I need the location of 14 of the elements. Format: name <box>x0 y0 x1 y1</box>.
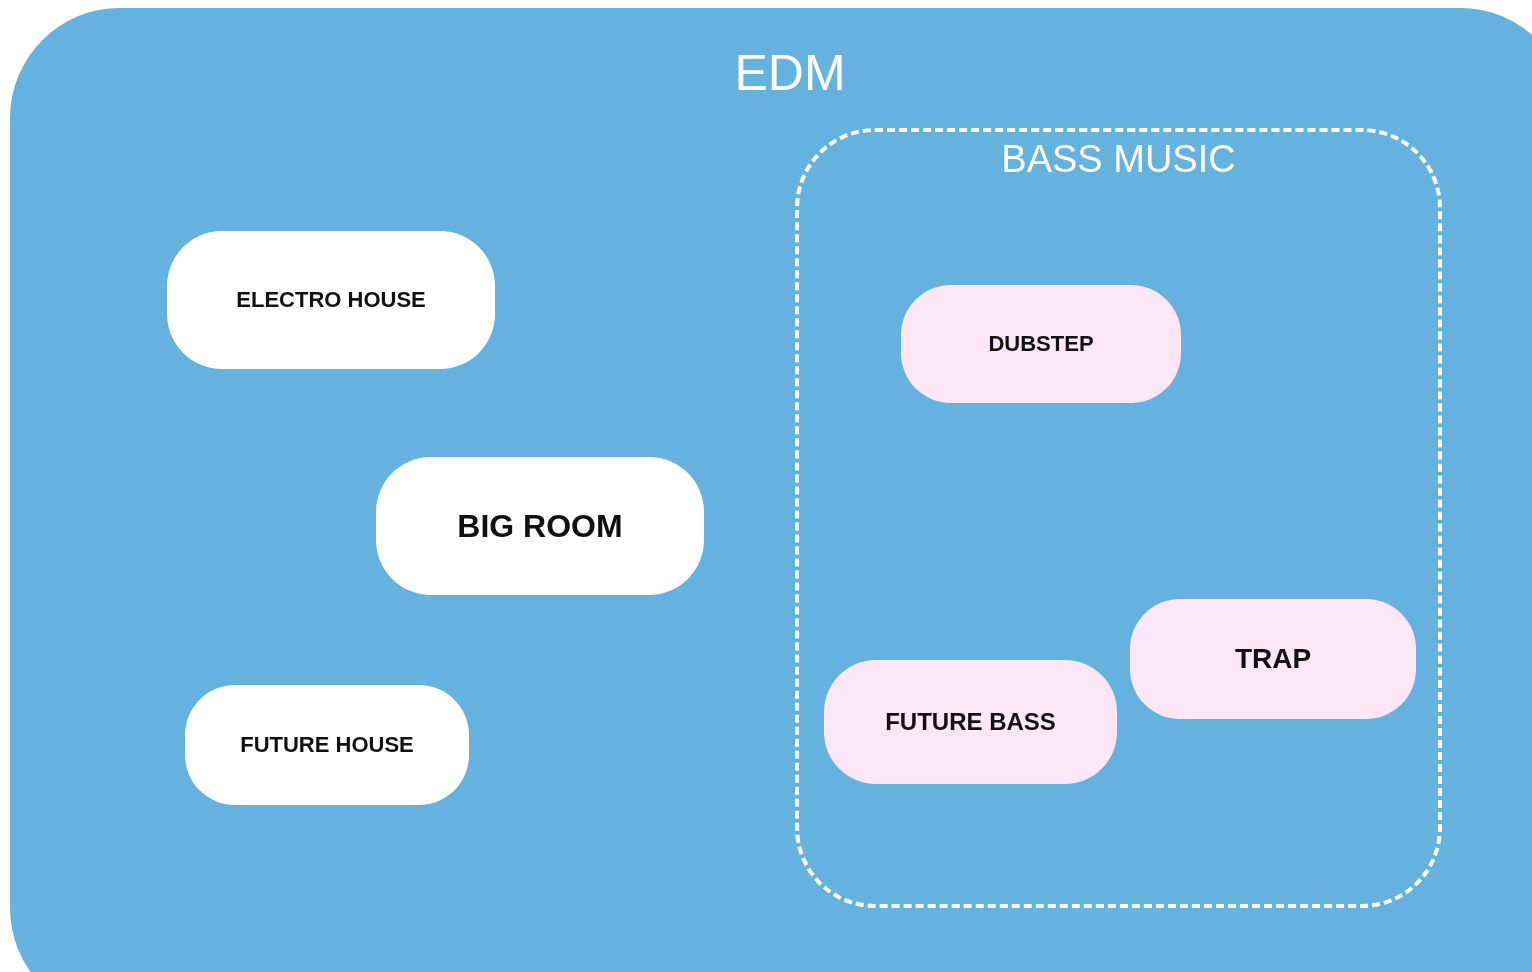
genre-pill <box>185 685 469 805</box>
genre-pill <box>1130 599 1416 719</box>
group-title: BASS MUSIC <box>1001 138 1236 181</box>
group-title: EDM <box>734 44 846 102</box>
genre-pill <box>376 457 704 595</box>
genre-label: DUBSTEP <box>988 331 1094 357</box>
genre-label: BIG ROOM <box>457 507 623 545</box>
genre-label: FUTURE BASS <box>885 708 1056 736</box>
genre-label: FUTURE HOUSE <box>240 732 414 758</box>
genre-pill <box>167 231 495 369</box>
edm-panel <box>10 8 1532 972</box>
genre-label: TRAP <box>1234 643 1312 675</box>
dashed-group-outline <box>795 128 1442 908</box>
genre-label: ELECTRO HOUSE <box>236 287 426 313</box>
